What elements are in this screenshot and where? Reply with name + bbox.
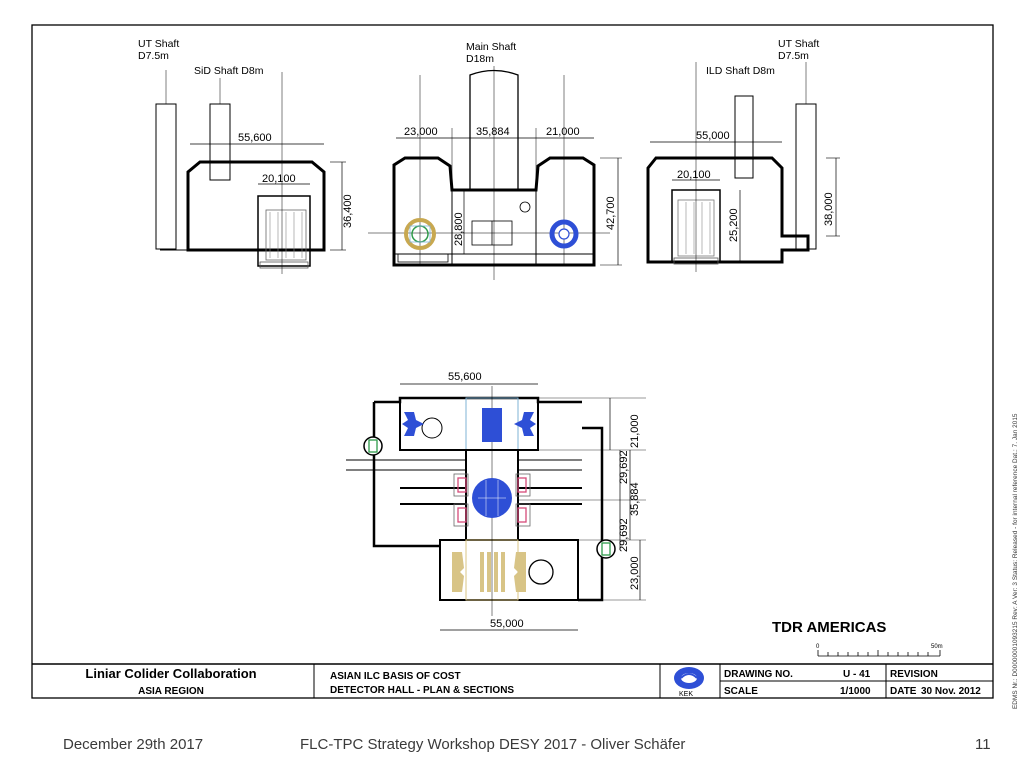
center-dim-right: 21,000	[546, 126, 580, 138]
main-shaft-label: Main Shaft	[466, 41, 516, 53]
right-section	[646, 62, 840, 272]
center-dim-height: 42,700	[605, 196, 617, 230]
plan-view	[346, 383, 646, 631]
center-dim-left: 23,000	[404, 126, 438, 138]
left-ut-shaft-label: UT Shaft	[138, 38, 179, 50]
left-dim-height: 36,400	[342, 194, 354, 228]
drawing-no-value: U - 41	[843, 669, 871, 680]
scale-label: SCALE	[724, 686, 758, 697]
kek-logo-text: KEK	[679, 691, 693, 698]
left-dim-inner: 20,100	[262, 173, 296, 185]
footer-date: December 29th 2017	[63, 736, 204, 753]
plan-dim-r5: 23,000	[629, 556, 641, 590]
scale-value: 1/1000	[840, 686, 871, 697]
tdr-americas-label: TDR AMERICAS	[772, 619, 886, 636]
right-dim-height: 38,000	[823, 192, 835, 226]
drawing-frame	[31, 24, 994, 699]
drawing-no-label: DRAWING NO.	[724, 669, 793, 680]
right-dim-inner-height: 25,200	[728, 208, 740, 242]
plan-dim-r2: 29,692	[618, 450, 630, 484]
plan-detector-pink	[457, 477, 527, 523]
scale-bar-end: 50m	[931, 644, 943, 650]
plan-dim-r3: 35,884	[629, 482, 641, 516]
right-ut-shaft-label: UT Shaft	[778, 38, 819, 50]
plan-dim-top: 55,600	[448, 371, 482, 383]
center-detector-tan	[404, 218, 436, 250]
plan-detector-blue-center	[472, 478, 512, 518]
org-region: ASIA REGION	[138, 686, 204, 697]
center-section	[368, 66, 622, 280]
plan-dim-bottom: 55,000	[490, 618, 524, 630]
edms-reference: EDMS Nr.: D00000001093215 Rev: A Ver: 3 …	[1012, 413, 1019, 709]
scale-bar	[817, 650, 941, 657]
scale-bar-start: 0	[816, 644, 820, 650]
plan-detector-blue-top	[402, 408, 536, 442]
main-shaft-diameter: D18m	[466, 53, 494, 65]
center-dim-mid: 35,884	[476, 126, 510, 138]
right-dim-width: 55,000	[696, 130, 730, 142]
left-dim-width: 55,600	[238, 132, 272, 144]
footer-event: FLC-TPC Strategy Workshop DESY 2017 - Ol…	[300, 736, 686, 753]
revision-label: REVISION	[890, 669, 938, 680]
date-label: DATE	[890, 686, 917, 697]
plan-tunnel-sign-right	[596, 539, 616, 559]
project-subtitle: DETECTOR HALL - PLAN & SECTIONS	[330, 685, 514, 696]
center-detector-blue	[549, 219, 579, 249]
footer-page-number: 11	[975, 736, 991, 753]
ild-shaft-label: ILD Shaft D8m	[706, 65, 775, 77]
plan-dim-r4: 29,692	[618, 518, 630, 552]
sid-shaft-label: SiD Shaft D8m	[194, 65, 264, 77]
plan-detector-tan-bottom	[452, 552, 526, 592]
center-dim-inner-height: 28,800	[453, 212, 465, 246]
left-ut-shaft-diameter: D7.5m	[138, 50, 169, 62]
org-name: Liniar Colider Collaboration	[85, 666, 256, 681]
plan-dim-r1: 21,000	[629, 414, 641, 448]
left-section	[155, 70, 346, 274]
title-block-grid	[32, 663, 993, 698]
right-ut-shaft-diameter: D7.5m	[778, 50, 809, 62]
project-title: ASIAN ILC BASIS OF COST	[330, 671, 461, 682]
right-dim-inner: 20,100	[677, 169, 711, 181]
kek-logo	[674, 667, 704, 689]
plan-tunnel-sign-left	[363, 436, 383, 456]
date-value: 30 Nov. 2012	[921, 686, 981, 697]
